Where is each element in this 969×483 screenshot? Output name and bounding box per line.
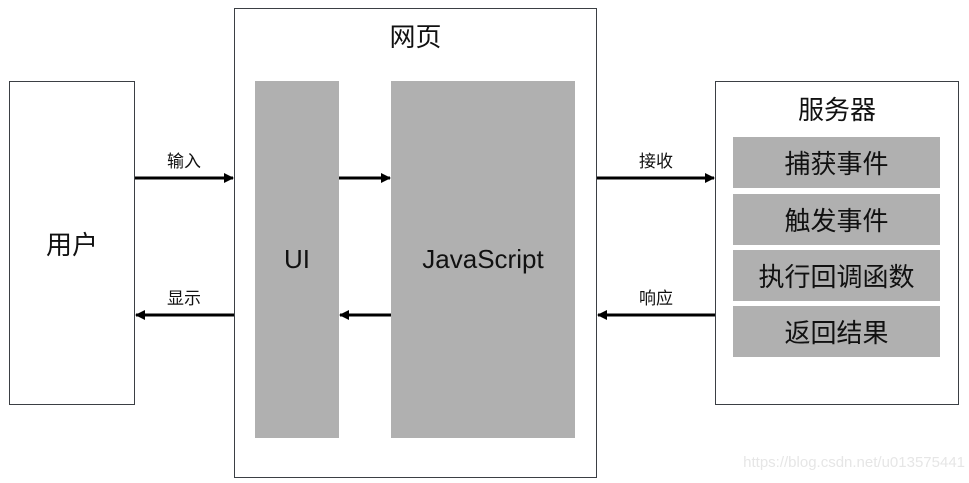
arrow-label-display: 显示 — [167, 289, 201, 309]
watermark: https://blog.csdn.net/u013575441 — [743, 454, 965, 471]
server-step-label: 捕获事件 — [784, 150, 889, 180]
user-label: 用户 — [45, 230, 98, 261]
server-step-label: 返回结果 — [784, 319, 889, 349]
server-step-label: 执行回调函数 — [758, 263, 915, 293]
server-title: 服务器 — [797, 96, 876, 126]
ui-label: UI — [284, 244, 310, 274]
user-box: 用户 — [9, 81, 135, 405]
javascript-block: JavaScript — [391, 81, 575, 438]
arrow-label-receive: 接收 — [639, 152, 673, 172]
webpage-title: 网页 — [389, 23, 442, 53]
server-step: 捕获事件 — [733, 137, 940, 188]
server-step: 执行回调函数 — [733, 250, 940, 301]
arrow-label-response: 响应 — [639, 289, 673, 309]
javascript-label: JavaScript — [422, 244, 544, 274]
arrow-label-input: 输入 — [167, 152, 201, 172]
server-step: 返回结果 — [733, 306, 940, 357]
server-step: 触发事件 — [733, 194, 940, 245]
server-step-label: 触发事件 — [784, 207, 889, 237]
ui-block: UI — [255, 81, 339, 438]
